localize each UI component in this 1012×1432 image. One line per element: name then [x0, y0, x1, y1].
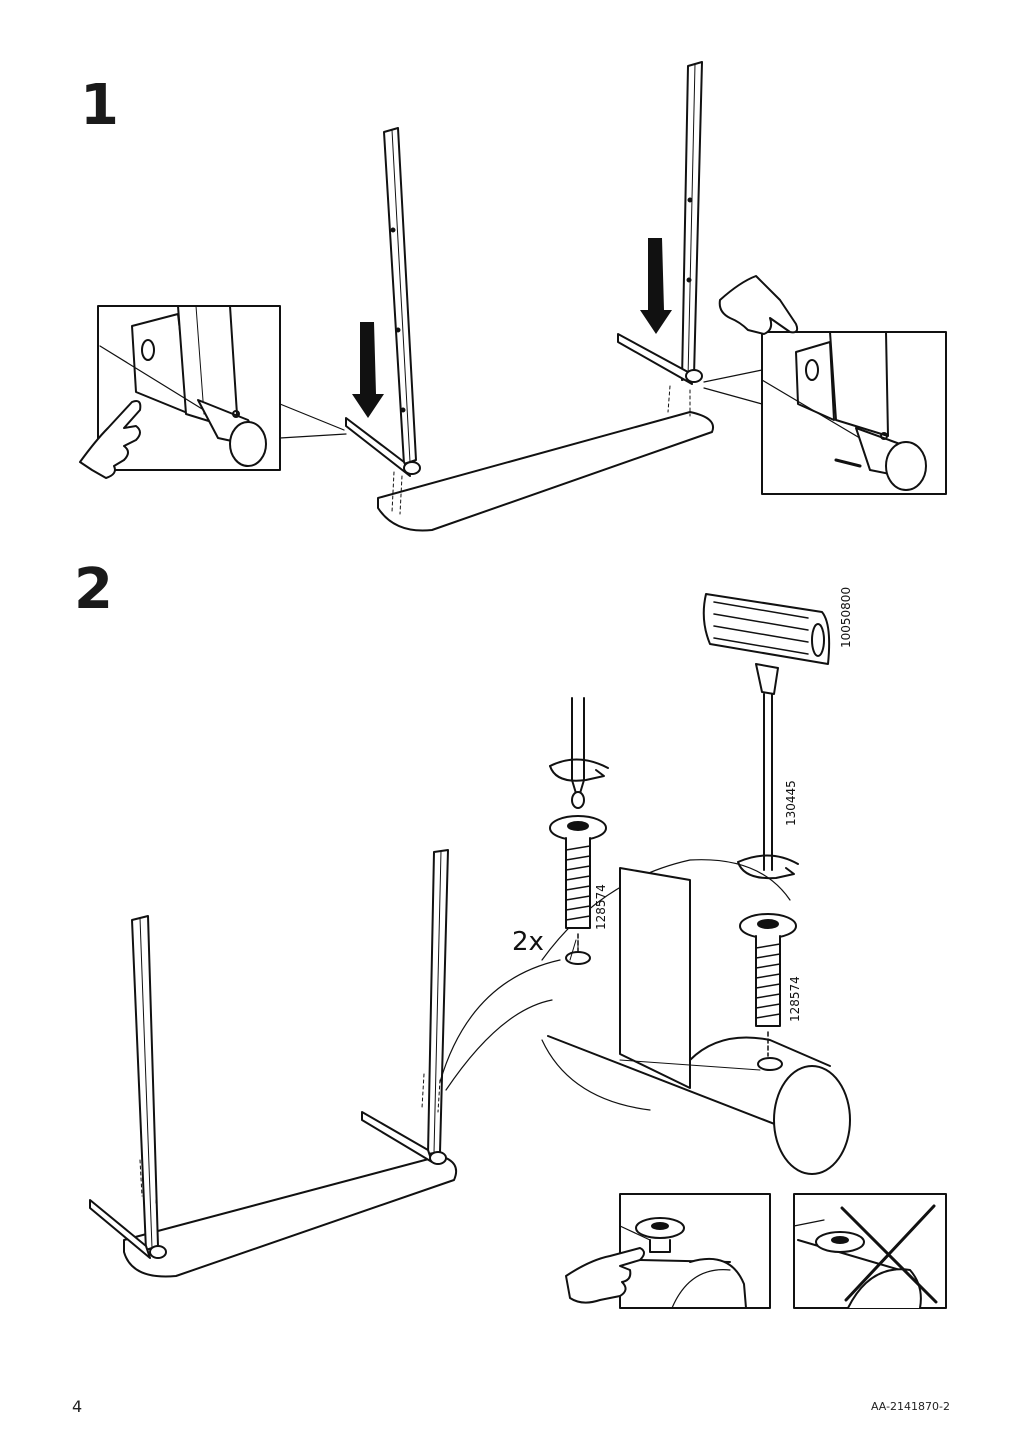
- right-crossbar: [617, 333, 693, 385]
- step-1-number: 1: [80, 73, 119, 138]
- hand-pointing-left-icon: [79, 400, 142, 479]
- bolt-right-part-number: 128574: [788, 976, 802, 1022]
- left-leg: [131, 915, 159, 1251]
- arrow-down-left: [352, 322, 384, 418]
- bolt-left-icon: [549, 815, 607, 955]
- step-2-number: 2: [74, 557, 113, 622]
- hand-pointing-right-icon: [718, 275, 799, 335]
- quantity-label: 2x: [512, 927, 544, 957]
- left-crossbar: [345, 417, 411, 477]
- right-leg: [681, 61, 703, 381]
- detail-inset-right: [703, 331, 947, 495]
- bolt-left-part-number: 128574: [594, 884, 608, 930]
- step-2-illustration: 10050800 130445 128574 128574 2x: [89, 587, 947, 1309]
- hand-pointing-icon: [565, 1247, 645, 1304]
- correct-inset: [619, 1193, 771, 1309]
- document-code: AA-2141870-2: [870, 1400, 950, 1413]
- hex-key-part-number: 10050800: [839, 587, 853, 648]
- screwdriver-bit-icon: [549, 697, 609, 809]
- arrow-down-right: [640, 238, 672, 334]
- incorrect-inset: [793, 1193, 947, 1309]
- base-plate: [123, 1155, 458, 1278]
- bolt-right-icon: [739, 913, 797, 1057]
- hex-key-icon: [702, 593, 831, 871]
- rotate-arrow-icon: [737, 854, 799, 880]
- left-leg: [383, 127, 417, 465]
- incorrect-cross-icon: [840, 1204, 938, 1304]
- base-plate: [377, 411, 714, 532]
- detail-inset-left: [97, 305, 347, 471]
- screwdriver-bit-part-number: 130445: [784, 780, 798, 826]
- step-1-illustration: [79, 61, 947, 532]
- page-number: 4: [72, 1397, 83, 1416]
